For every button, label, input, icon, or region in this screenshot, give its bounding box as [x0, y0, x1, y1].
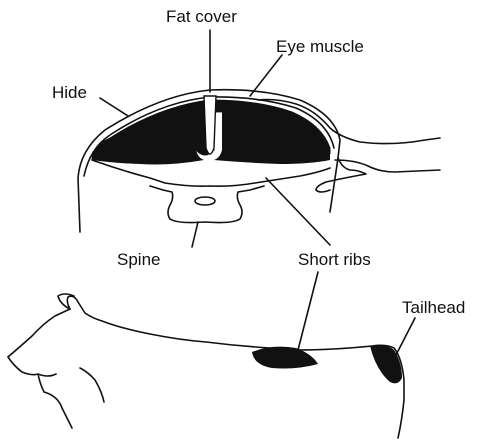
label-tailhead: Tailhead — [402, 299, 465, 316]
cow-belly-front — [80, 368, 104, 402]
leader-short-ribs-lower — [298, 272, 318, 350]
cow-outline — [8, 296, 404, 438]
leader-spine — [192, 222, 198, 247]
leader-short-ribs-upper — [266, 178, 330, 245]
leader-tailhead — [396, 318, 415, 355]
label-fat-cover: Fat cover — [166, 8, 237, 25]
tailhead-fat-patch — [370, 345, 402, 383]
cow-face — [8, 357, 72, 428]
spinous-process — [204, 96, 216, 154]
label-hide: Hide — [52, 84, 87, 101]
leader-hide — [100, 98, 128, 116]
label-spine: Spine — [117, 251, 160, 268]
rib-plate — [92, 160, 330, 186]
leader-eye-muscle — [250, 55, 282, 96]
label-eye-muscle: Eye muscle — [276, 38, 364, 55]
eye-muscle-right — [214, 106, 330, 164]
label-short-ribs: Short ribs — [298, 251, 371, 268]
spine-canal — [195, 197, 215, 205]
